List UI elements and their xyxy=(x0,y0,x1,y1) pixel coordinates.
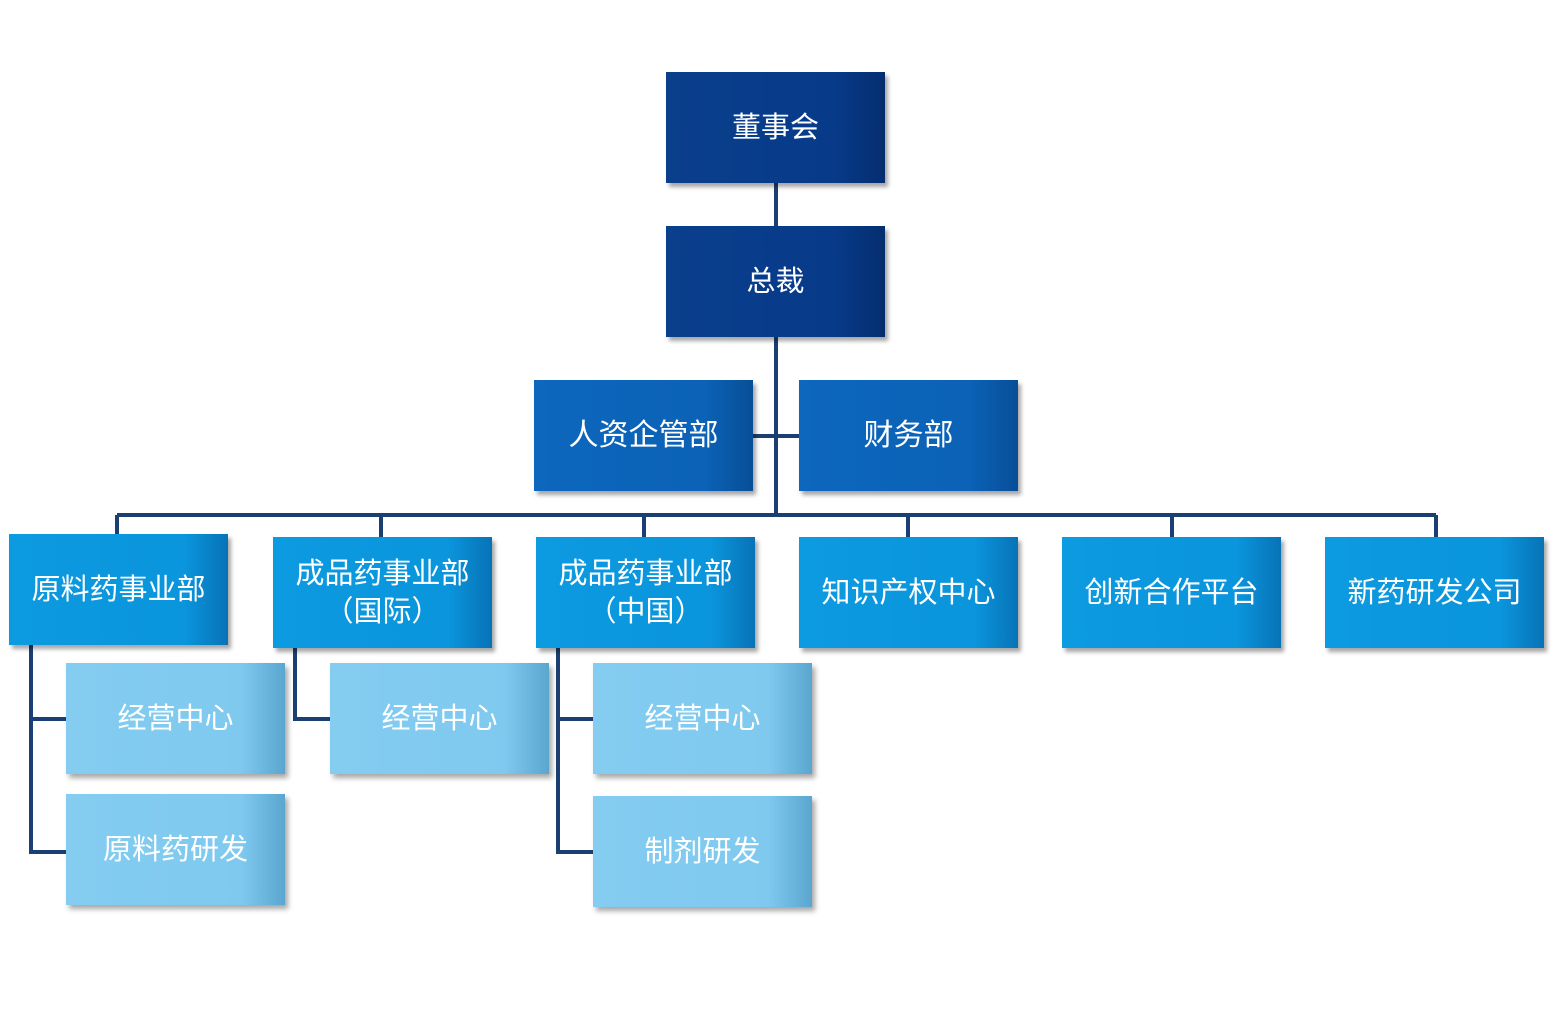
division-box-1: 原料药事业部 xyxy=(9,534,228,645)
division-box-6: 新药研发公司 xyxy=(1325,537,1544,648)
division-label: 创新合作平台 xyxy=(1084,574,1259,609)
board-box: 董事会 xyxy=(666,72,885,183)
board-label: 董事会 xyxy=(731,109,819,144)
finance-box: 财务部 xyxy=(799,380,1018,491)
connector-cn-units xyxy=(556,648,594,854)
unit-label: 经营中心 xyxy=(381,700,498,735)
unit-label: 制剂研发 xyxy=(644,833,761,868)
division-label: 知识产权中心 xyxy=(821,574,996,609)
division-label: 原料药事业部 xyxy=(31,571,206,606)
hr-label: 人资企管部 xyxy=(568,418,719,453)
unit-box-api-ops: 经营中心 xyxy=(66,663,285,774)
unit-label: 经营中心 xyxy=(117,700,234,735)
unit-label: 原料药研发 xyxy=(102,831,248,866)
unit-box-intl-ops: 经营中心 xyxy=(330,663,549,774)
unit-box-cn-ops: 经营中心 xyxy=(593,663,812,774)
president-label: 总裁 xyxy=(746,263,805,298)
unit-box-api-rd: 原料药研发 xyxy=(66,794,285,905)
finance-label: 财务部 xyxy=(863,418,954,453)
president-box: 总裁 xyxy=(666,226,885,337)
division-sublabel: （国际） xyxy=(324,593,441,628)
hr-box: 人资企管部 xyxy=(534,380,753,491)
division-box-4: 知识产权中心 xyxy=(799,537,1018,648)
division-box-3: 成品药事业部 （中国） xyxy=(536,537,755,648)
connector-api-units xyxy=(29,645,67,854)
division-label: 成品药事业部 xyxy=(558,555,733,590)
unit-label: 经营中心 xyxy=(644,700,761,735)
division-label: 成品药事业部 xyxy=(295,555,470,590)
connector-intl-units xyxy=(293,648,331,721)
division-label: 新药研发公司 xyxy=(1347,574,1522,609)
division-sublabel: （中国） xyxy=(587,593,704,628)
division-box-5: 创新合作平台 xyxy=(1062,537,1281,648)
division-box-2: 成品药事业部 （国际） xyxy=(273,537,492,648)
unit-box-cn-rd: 制剂研发 xyxy=(593,796,812,907)
